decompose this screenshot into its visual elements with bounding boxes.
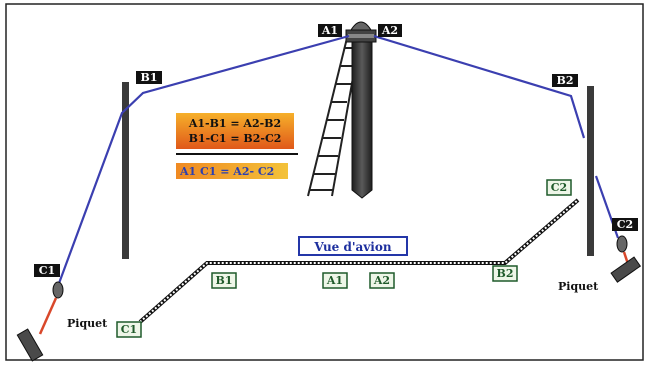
ground-label-b1-box: B1 bbox=[211, 272, 237, 289]
ground-label-a2-box: A2 bbox=[369, 272, 395, 289]
label-c2: C2 bbox=[617, 218, 633, 231]
ground-label-a2: A2 bbox=[373, 274, 390, 287]
label-a1: A1 bbox=[321, 24, 338, 37]
left-pole bbox=[122, 82, 129, 259]
label-b2: B2 bbox=[557, 74, 574, 87]
stake-label-right: Piquet bbox=[558, 280, 599, 293]
label-c2-tag: C2 bbox=[612, 218, 638, 231]
right-pole bbox=[587, 86, 594, 256]
equation-2: B1-C1 = B2-C2 bbox=[189, 132, 282, 145]
ground-label-a1-box: A1 bbox=[322, 272, 348, 289]
ground-label-c1: C1 bbox=[121, 323, 137, 336]
stake-label-left: Piquet bbox=[67, 317, 108, 330]
ladder bbox=[307, 33, 361, 197]
ground-label-b1: B1 bbox=[216, 274, 233, 287]
left-stake bbox=[16, 281, 64, 362]
right-stake bbox=[610, 235, 642, 283]
ground-label-c2-box: C2 bbox=[546, 179, 572, 196]
label-b2-tag: B2 bbox=[552, 74, 578, 87]
ground-label-b2: B2 bbox=[497, 267, 514, 280]
equations-panel: A1-B1 = A2-B2 B1-C1 = B2-C2 A1 C1 = A2- … bbox=[176, 113, 298, 179]
ground-path bbox=[138, 198, 580, 324]
label-a1-tag: A1 bbox=[318, 24, 342, 37]
ground-label-a1: A1 bbox=[326, 274, 343, 287]
label-b1-tag: B1 bbox=[136, 71, 162, 84]
view-label: Vue d'avion bbox=[313, 240, 391, 254]
label-c1: C1 bbox=[39, 264, 55, 277]
rope-left bbox=[56, 34, 350, 287]
label-a2: A2 bbox=[381, 24, 398, 37]
label-a2-tag: A2 bbox=[378, 24, 402, 37]
label-c1-tag: C1 bbox=[34, 264, 60, 277]
equation-1: A1-B1 = A2-B2 bbox=[188, 117, 281, 130]
central-mast bbox=[351, 37, 373, 199]
label-b1: B1 bbox=[141, 71, 158, 84]
diagram-border bbox=[5, 3, 644, 361]
view-label-box: Vue d'avion bbox=[298, 236, 408, 256]
equation-3: A1 C1 = A2- C2 bbox=[179, 165, 274, 178]
ground-label-b2-box: B2 bbox=[492, 265, 518, 282]
ground-label-c2: C2 bbox=[551, 181, 567, 194]
ground-label-c1-box: C1 bbox=[116, 321, 142, 338]
